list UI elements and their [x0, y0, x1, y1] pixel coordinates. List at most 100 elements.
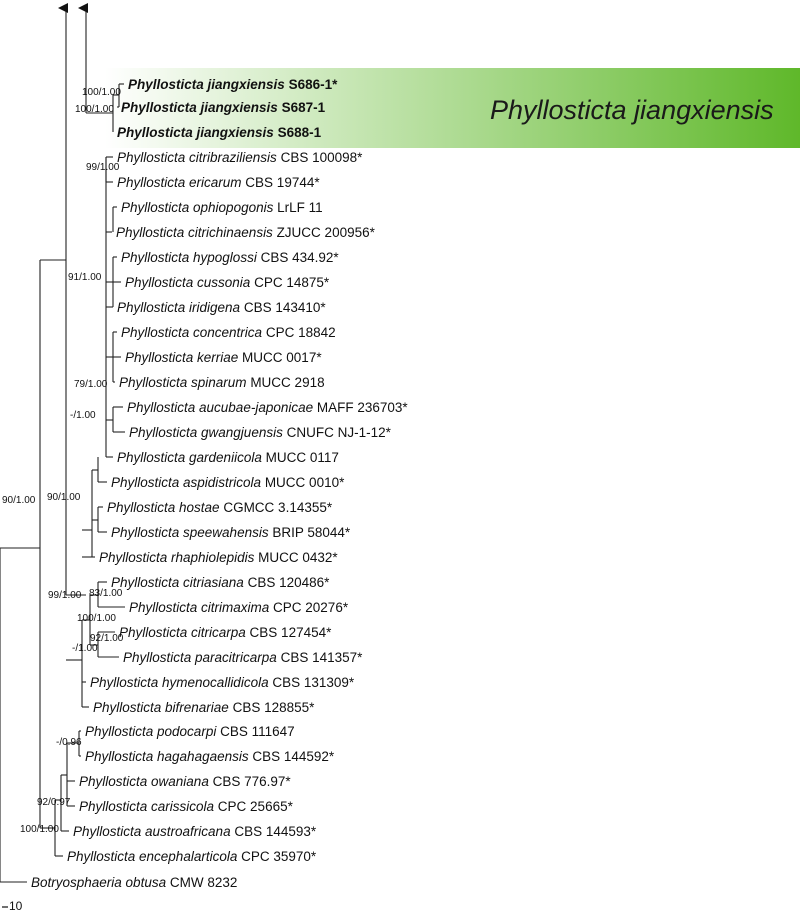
strain-id: CPC 25665* — [214, 799, 294, 814]
taxon-label: Phyllosticta citricarpa CBS 127454* — [119, 625, 332, 640]
taxon-label: Phyllosticta carissicola CPC 25665* — [79, 799, 294, 814]
clade-label: Phyllosticta jiangxiensis — [490, 95, 774, 125]
taxon-label: Phyllosticta podocarpi CBS 111647 — [85, 724, 295, 739]
taxon-label: Phyllosticta jiangxiensis S687-1 — [121, 100, 326, 115]
strain-id: CBS 19744* — [242, 175, 321, 190]
taxon-label: Phyllosticta citriasiana CBS 120486* — [111, 575, 330, 590]
support-value: 99/1.00 — [86, 162, 120, 173]
taxon-label: Phyllosticta iridigena CBS 143410* — [117, 300, 326, 315]
taxon-label: Phyllosticta spinarum MUCC 2918 — [119, 375, 325, 390]
species-name: Phyllosticta cussonia — [125, 275, 251, 290]
taxon-label: Phyllosticta jiangxiensis S688-1 — [117, 125, 322, 140]
support-value: 90/1.00 — [2, 495, 36, 506]
species-name: Phyllosticta iridigena — [117, 300, 241, 315]
species-name: Phyllosticta kerriae — [125, 350, 238, 365]
species-name: Phyllosticta bifrenariae — [93, 700, 229, 715]
strain-id: MUCC 0117 — [262, 450, 339, 465]
species-name: Phyllosticta citriasiana — [111, 575, 244, 590]
support-value: 83/1.00 — [89, 588, 123, 599]
support-values: 100/1.00 100/1.00 99/1.00 91/1.00 79/1.00 -/1… — [2, 87, 124, 835]
support-value: 92/1.00 — [90, 633, 124, 644]
support-value: 100/1.00 — [82, 87, 121, 98]
taxon-label: Phyllosticta concentrica CPC 18842 — [121, 325, 336, 340]
support-value: 99/1.00 — [48, 590, 82, 601]
species-name: Phyllosticta aucubae-japonicae — [127, 400, 313, 415]
strain-id: CBS 120486* — [244, 575, 330, 590]
strain-id: CBS 143410* — [240, 300, 326, 315]
strain-id: CGMCC 3.14355* — [220, 500, 333, 515]
taxon-label: Phyllosticta gwangjuensis CNUFC NJ-1-12* — [129, 425, 392, 440]
taxon-label: Phyllosticta hagahagaensis CBS 144592* — [85, 749, 335, 764]
species-name: Phyllosticta jiangxiensis — [128, 77, 285, 92]
species-name: Phyllosticta rhaphiolepidis — [99, 550, 255, 565]
taxon-label: Phyllosticta encephalarticola CPC 35970* — [67, 849, 317, 864]
strain-id: CBS 100098* — [277, 150, 363, 165]
species-name: Phyllosticta citricarpa — [119, 625, 246, 640]
strain-id: S688-1 — [274, 125, 322, 140]
support-value: 91/1.00 — [68, 272, 102, 283]
taxon-label: Phyllosticta citribraziliensis CBS 10009… — [117, 150, 363, 165]
highlight-band — [105, 68, 800, 148]
species-name: Phyllosticta ericarum — [117, 175, 242, 190]
strain-id: CBS 127454* — [246, 625, 332, 640]
species-name: Phyllosticta austroafricana — [73, 824, 231, 839]
taxon-label: Botryosphaeria obtusa CMW 8232 — [31, 875, 237, 890]
taxon-label: Phyllosticta aucubae-japonicae MAFF 2367… — [127, 400, 408, 415]
species-name: Phyllosticta hypoglossi — [121, 250, 258, 265]
strain-id: CPC 20276* — [269, 600, 349, 615]
strain-id: ZJUCC 200956* — [273, 225, 376, 240]
species-name: Phyllosticta citrichinaensis — [116, 225, 273, 240]
strain-id: LrLF 11 — [273, 200, 322, 215]
species-name: Phyllosticta podocarpi — [85, 724, 217, 739]
strain-id: MUCC 2918 — [247, 375, 325, 390]
strain-id: CNUFC NJ-1-12* — [283, 425, 392, 440]
strain-id: CPC 14875* — [250, 275, 330, 290]
scale-label: 10 — [9, 899, 23, 913]
species-name: Phyllosticta encephalarticola — [67, 849, 238, 864]
species-name: Phyllosticta jiangxiensis — [121, 100, 278, 115]
taxon-label: Phyllosticta kerriae MUCC 0017* — [125, 350, 322, 365]
taxon-label: Phyllosticta hymenocallidicola CBS 13130… — [90, 675, 355, 690]
taxon-label: Phyllosticta citrimaxima CPC 20276* — [129, 600, 349, 615]
support-value: 100/1.00 — [77, 613, 116, 624]
taxon-label: Phyllosticta bifrenariae CBS 128855* — [93, 700, 315, 715]
strain-id: CMW 8232 — [166, 875, 237, 890]
species-name: Phyllosticta speewahensis — [111, 525, 269, 540]
strain-id: CPC 35970* — [237, 849, 317, 864]
strain-id: CBS 144593* — [231, 824, 317, 839]
taxon-label: Phyllosticta speewahensis BRIP 58044* — [111, 525, 351, 540]
species-name: Phyllosticta gwangjuensis — [129, 425, 283, 440]
support-value: 79/1.00 — [74, 379, 108, 390]
strain-id: CBS 434.92* — [257, 250, 340, 265]
taxon-label: Phyllosticta ericarum CBS 19744* — [117, 175, 320, 190]
strain-id: CBS 141357* — [277, 650, 363, 665]
strain-id: MAFF 236703* — [313, 400, 408, 415]
strain-id: CBS 776.97* — [209, 774, 292, 789]
strain-id: S686-1* — [285, 77, 338, 92]
strain-id: MUCC 0432* — [254, 550, 338, 565]
taxon-label: Phyllosticta cussonia CPC 14875* — [125, 275, 330, 290]
strain-id: CBS 131309* — [269, 675, 355, 690]
species-name: Phyllosticta aspidistricola — [111, 475, 262, 490]
strain-id: CPC 18842 — [262, 325, 336, 340]
species-name: Phyllosticta ophiopogonis — [121, 200, 274, 215]
support-value: 92/0.97 — [37, 797, 71, 808]
species-name: Phyllosticta concentrica — [121, 325, 263, 340]
support-value: 100/1.00 — [20, 824, 59, 835]
taxon-label: Phyllosticta jiangxiensis S686-1* — [128, 77, 338, 92]
species-name: Phyllosticta citribraziliensis — [117, 150, 277, 165]
species-name: Botryosphaeria obtusa — [31, 875, 167, 890]
branches — [0, 3, 125, 883]
support-value: -/1.00 — [72, 643, 98, 654]
support-value: -/1.00 — [70, 410, 96, 421]
strain-id: S687-1 — [278, 100, 326, 115]
species-name: Phyllosticta hymenocallidicola — [90, 675, 269, 690]
taxon-label: Phyllosticta paracitricarpa CBS 141357* — [123, 650, 363, 665]
species-name: Phyllosticta citrimaxima — [129, 600, 270, 615]
strain-id: CBS 111647 — [216, 724, 294, 739]
taxon-label: Phyllosticta ophiopogonis LrLF 11 — [121, 200, 323, 215]
taxon-label: Phyllosticta gardeniicola MUCC 0117 — [117, 450, 339, 465]
taxon-label: Phyllosticta citrichinaensis ZJUCC 20095… — [116, 225, 376, 240]
taxon-label: Phyllosticta austroafricana CBS 144593* — [73, 824, 317, 839]
